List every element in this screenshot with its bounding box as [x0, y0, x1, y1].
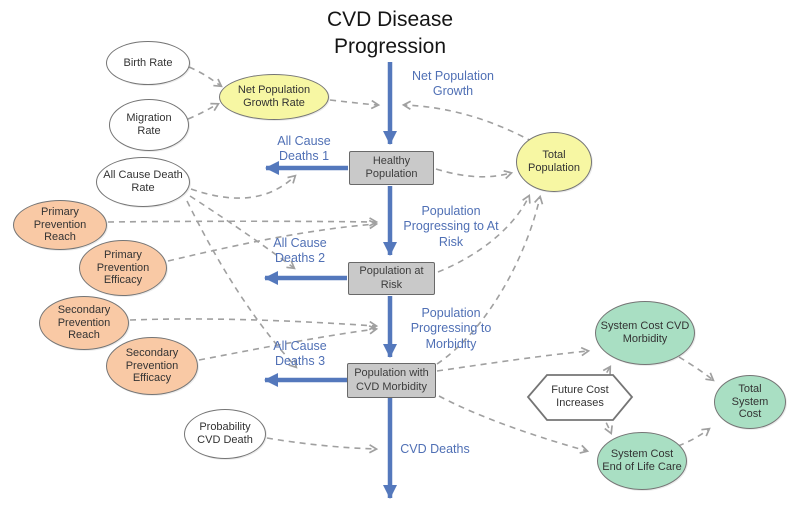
connector-migration-rate-to-growth-rate [187, 102, 220, 120]
stock-population-with-cvd-morbidity: Population with CVD Morbidity [347, 363, 436, 398]
node-all-cause-death-rate: All Cause Death Rate [96, 157, 190, 207]
connector-morbidity-to-end-of-life-cost [438, 395, 590, 454]
connector-morbidity-cost-to-total-cost [678, 356, 715, 382]
flow-label-population-progressing-to-at-risk: Population Progressing to At Risk [403, 204, 499, 249]
node-label: Probability CVD Death [197, 421, 253, 446]
node-net-population-growth-rate: Net Population Growth Rate [219, 74, 329, 120]
node-label: Total System Cost [731, 382, 769, 421]
connector-secondary-reach-to-morbidity-flow [129, 318, 379, 331]
diagram-title: CVD Disease Progression [326, 8, 454, 59]
connector-probability-to-cvd-deaths-flow [266, 437, 379, 454]
node-primary-prevention-reach: Primary Prevention Reach [13, 200, 107, 250]
connector-end-of-life-cost-to-total-cost [677, 427, 711, 447]
node-label: All Cause Death Rate [103, 169, 183, 194]
connector-healthy-to-total-population [435, 168, 514, 180]
stock-healthy-population: Healthy Population [349, 151, 434, 185]
connector-growth-rate-to-net-growth [329, 99, 381, 110]
node-future-cost-increases: Future Cost Increases [534, 378, 626, 416]
stock-label: Population at Risk [359, 265, 424, 291]
node-label: Secondary Prevention Reach [57, 303, 111, 342]
node-label: System Cost CVD Morbidity [600, 320, 690, 345]
stock-label: Population with CVD Morbidity [354, 367, 429, 393]
node-birth-rate: Birth Rate [106, 41, 190, 85]
node-total-population: Total Population [516, 132, 592, 192]
node-label: Future Cost Increases [551, 383, 609, 409]
flow-label-all-cause-deaths-1: All Cause Deaths 1 [277, 133, 331, 163]
flow-label-all-cause-deaths-3: All Cause Deaths 3 [273, 338, 327, 368]
connector-death-rate-to-deaths-2 [189, 195, 296, 270]
connector-birth-rate-to-growth-rate [188, 66, 223, 88]
flow-label-all-cause-deaths-2: All Cause Deaths 2 [273, 235, 327, 265]
node-system-cost-cvd-morbidity: System Cost CVD Morbidity [595, 301, 695, 365]
flow-label-population-progressing-to-morbidity: Population Progressing to Morbidity [410, 306, 492, 351]
node-label: Birth Rate [123, 56, 173, 69]
connector-at-risk-to-total-population [437, 193, 531, 273]
connector-morbidity-to-system-cost-morbidity [436, 346, 591, 372]
connector-secondary-efficacy-to-morbidity-flow [198, 325, 379, 361]
node-label: Primary Prevention Reach [33, 205, 87, 244]
node-label: Primary Prevention Efficacy [96, 248, 150, 287]
future-cost-increases-hexagon [526, 374, 634, 421]
node-migration-rate: Migration Rate [109, 99, 189, 151]
connector-death-rate-to-deaths-1 [190, 174, 297, 199]
connector-primary-efficacy-to-at-risk-flow [167, 219, 379, 262]
node-label: Net Population Growth Rate [237, 84, 311, 109]
node-secondary-prevention-reach: Secondary Prevention Reach [39, 296, 129, 350]
node-primary-prevention-efficacy: Primary Prevention Efficacy [79, 240, 167, 296]
stock-label: Healthy Population [365, 154, 418, 180]
connector-death-rate-to-deaths-3 [186, 200, 298, 369]
flow-label-cvd-deaths: CVD Deaths [400, 441, 470, 456]
node-secondary-prevention-efficacy: Secondary Prevention Efficacy [106, 337, 198, 395]
connector-morbidity-to-total-population [436, 194, 544, 365]
flow-label-net-population-growth: Net Population Growth [411, 68, 494, 98]
node-label: Secondary Prevention Efficacy [125, 346, 179, 385]
stock-population-at-risk: Population at Risk [348, 262, 435, 295]
node-probability-cvd-death: Probability CVD Death [184, 409, 266, 459]
node-total-system-cost: Total System Cost [714, 375, 786, 429]
node-label: System Cost End of Life Care [602, 448, 682, 473]
node-label: Total Population [528, 149, 580, 174]
node-label: Migration Rate [126, 112, 172, 137]
connector-primary-reach-to-at-risk-flow [107, 217, 379, 227]
node-system-cost-end-of-life-care: System Cost End of Life Care [597, 432, 687, 490]
connector-total-population-to-net-growth [401, 100, 534, 143]
